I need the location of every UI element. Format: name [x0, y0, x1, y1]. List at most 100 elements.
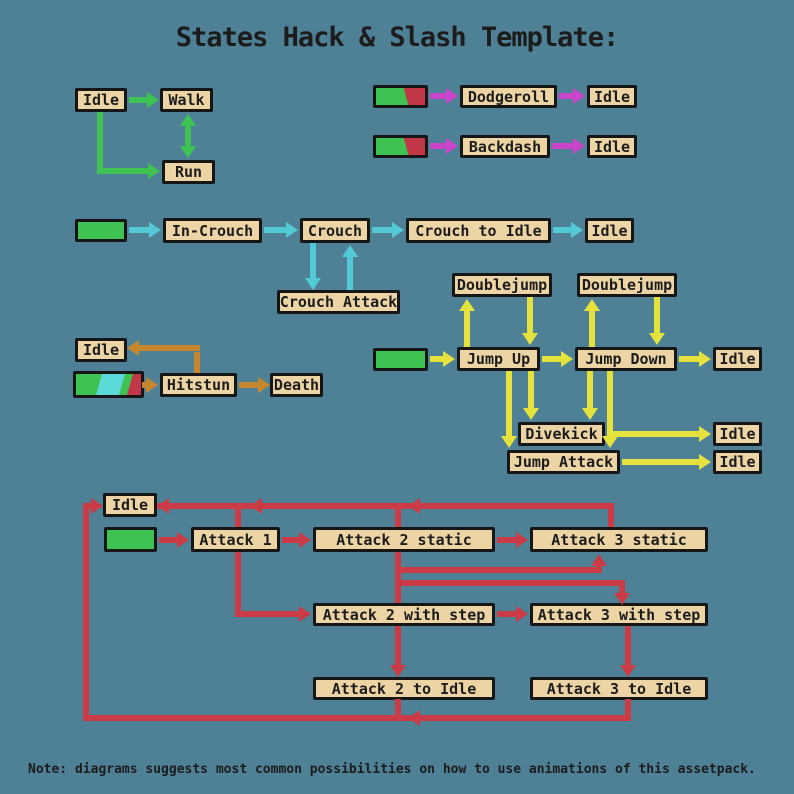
arrow-line — [235, 552, 241, 617]
arrow-line — [542, 356, 561, 362]
state-box-idle: Idle — [713, 347, 762, 371]
arrowhead-left — [408, 498, 420, 514]
arrowhead-right — [516, 606, 528, 622]
arrow-line — [372, 227, 392, 233]
arrow-line — [497, 611, 516, 617]
state-box-idle: Idle — [713, 450, 762, 474]
arrowhead-right — [573, 138, 585, 154]
entry-box-green — [75, 219, 127, 242]
arrow-line — [528, 371, 534, 408]
entry-box-green-cyan-red — [73, 371, 144, 398]
arrowhead-down — [305, 278, 321, 290]
arrow-line — [129, 227, 149, 233]
arrowhead-right — [571, 222, 583, 238]
arrowhead-down — [582, 408, 598, 420]
state-box-run: Run — [162, 160, 215, 184]
arrowhead-up — [459, 299, 475, 311]
arrow-line — [559, 93, 573, 99]
state-box-crouch-to-idle: Crouch to Idle — [406, 218, 551, 243]
arrow-line — [430, 143, 446, 149]
state-box-walk: Walk — [160, 88, 213, 112]
arrowhead-right — [177, 532, 189, 548]
arrowhead-right — [149, 222, 161, 238]
arrow-line — [395, 626, 401, 665]
arrow-line — [464, 311, 470, 347]
arrow-line — [619, 586, 625, 593]
arrow-line — [625, 626, 631, 665]
arrowhead-down — [180, 146, 196, 158]
arrowhead-right — [148, 163, 160, 179]
arrow-line — [607, 371, 613, 436]
arrowhead-right — [299, 532, 311, 548]
state-box-jump-up: Jump Up — [457, 347, 540, 371]
arrow-line — [157, 503, 614, 509]
state-box-dodgeroll: Dodgeroll — [460, 85, 557, 108]
arrowhead-down — [649, 333, 665, 345]
state-box-attack-2-to-idle: Attack 2 to Idle — [313, 677, 495, 700]
state-box-jump-down: Jump Down — [575, 347, 677, 371]
arrowhead-left — [408, 710, 420, 726]
arrowhead-right — [299, 606, 311, 622]
arrowhead-right — [258, 377, 270, 393]
state-box-attack-3-to-idle: Attack 3 to Idle — [530, 677, 708, 700]
arrowhead-up — [180, 114, 196, 126]
arrow-line — [347, 257, 353, 290]
arrow-line — [430, 93, 446, 99]
arrow-line — [610, 431, 699, 437]
arrowhead-down — [522, 333, 538, 345]
arrow-line — [587, 371, 593, 408]
arrow-line — [86, 715, 631, 721]
arrowhead-right — [286, 222, 298, 238]
arrowhead-right — [147, 92, 159, 108]
arrow-line — [589, 311, 595, 347]
arrow-line — [97, 168, 148, 174]
arrowhead-left — [250, 498, 262, 514]
arrowhead-down — [501, 436, 517, 448]
arrow-line — [310, 243, 316, 278]
arrow-line — [622, 459, 699, 465]
arrow-line — [395, 699, 401, 721]
state-box-idle: Idle — [103, 493, 157, 517]
state-box-attack-2-with-step: Attack 2 with step — [313, 603, 495, 626]
arrow-line — [239, 382, 258, 388]
arrow-line — [553, 227, 571, 233]
arrow-line — [194, 352, 200, 373]
arrowhead-right — [91, 498, 103, 514]
arrow-line — [264, 227, 286, 233]
arrowhead-down — [390, 665, 406, 677]
page-title: States Hack & Slash Template: — [175, 22, 619, 53]
arrow-line — [497, 537, 516, 543]
arrow-line — [235, 611, 299, 617]
arrow-line — [608, 509, 614, 527]
state-box-idle: Idle — [75, 338, 127, 362]
state-box-crouch-attack: Crouch Attack — [277, 290, 400, 314]
state-box-crouch: Crouch — [300, 218, 370, 243]
entry-box-green — [373, 348, 428, 371]
arrowhead-right — [699, 426, 711, 442]
arrow-line — [395, 509, 401, 527]
arrowhead-right — [146, 377, 158, 393]
state-box-backdash: Backdash — [460, 135, 550, 158]
arrow-line — [430, 356, 443, 362]
arrow-line — [679, 356, 699, 362]
state-box-doublejump: Doublejump — [577, 273, 677, 297]
state-box-doublejump: Doublejump — [452, 273, 552, 297]
arrowhead-up — [342, 245, 358, 257]
arrow-line — [654, 297, 660, 333]
arrow-line — [235, 509, 241, 527]
arrowhead-down — [614, 593, 630, 605]
entry-red-segment — [402, 88, 425, 105]
state-box-idle: Idle — [713, 422, 762, 446]
state-box-attack-2-static: Attack 2 static — [313, 527, 495, 552]
arrowhead-right — [446, 138, 458, 154]
state-box-hitstun: Hitstun — [160, 373, 237, 397]
arrowhead-right — [699, 454, 711, 470]
arrow-line — [395, 552, 401, 603]
arrow-line — [282, 537, 299, 543]
state-box-attack-3-with-step: Attack 3 with step — [530, 603, 708, 626]
entry-box-green — [104, 527, 157, 552]
state-box-divekick: Divekick — [518, 422, 605, 446]
entry-cyan-segment — [95, 374, 127, 395]
arrow-line — [129, 97, 147, 103]
arrow-line — [596, 564, 602, 573]
